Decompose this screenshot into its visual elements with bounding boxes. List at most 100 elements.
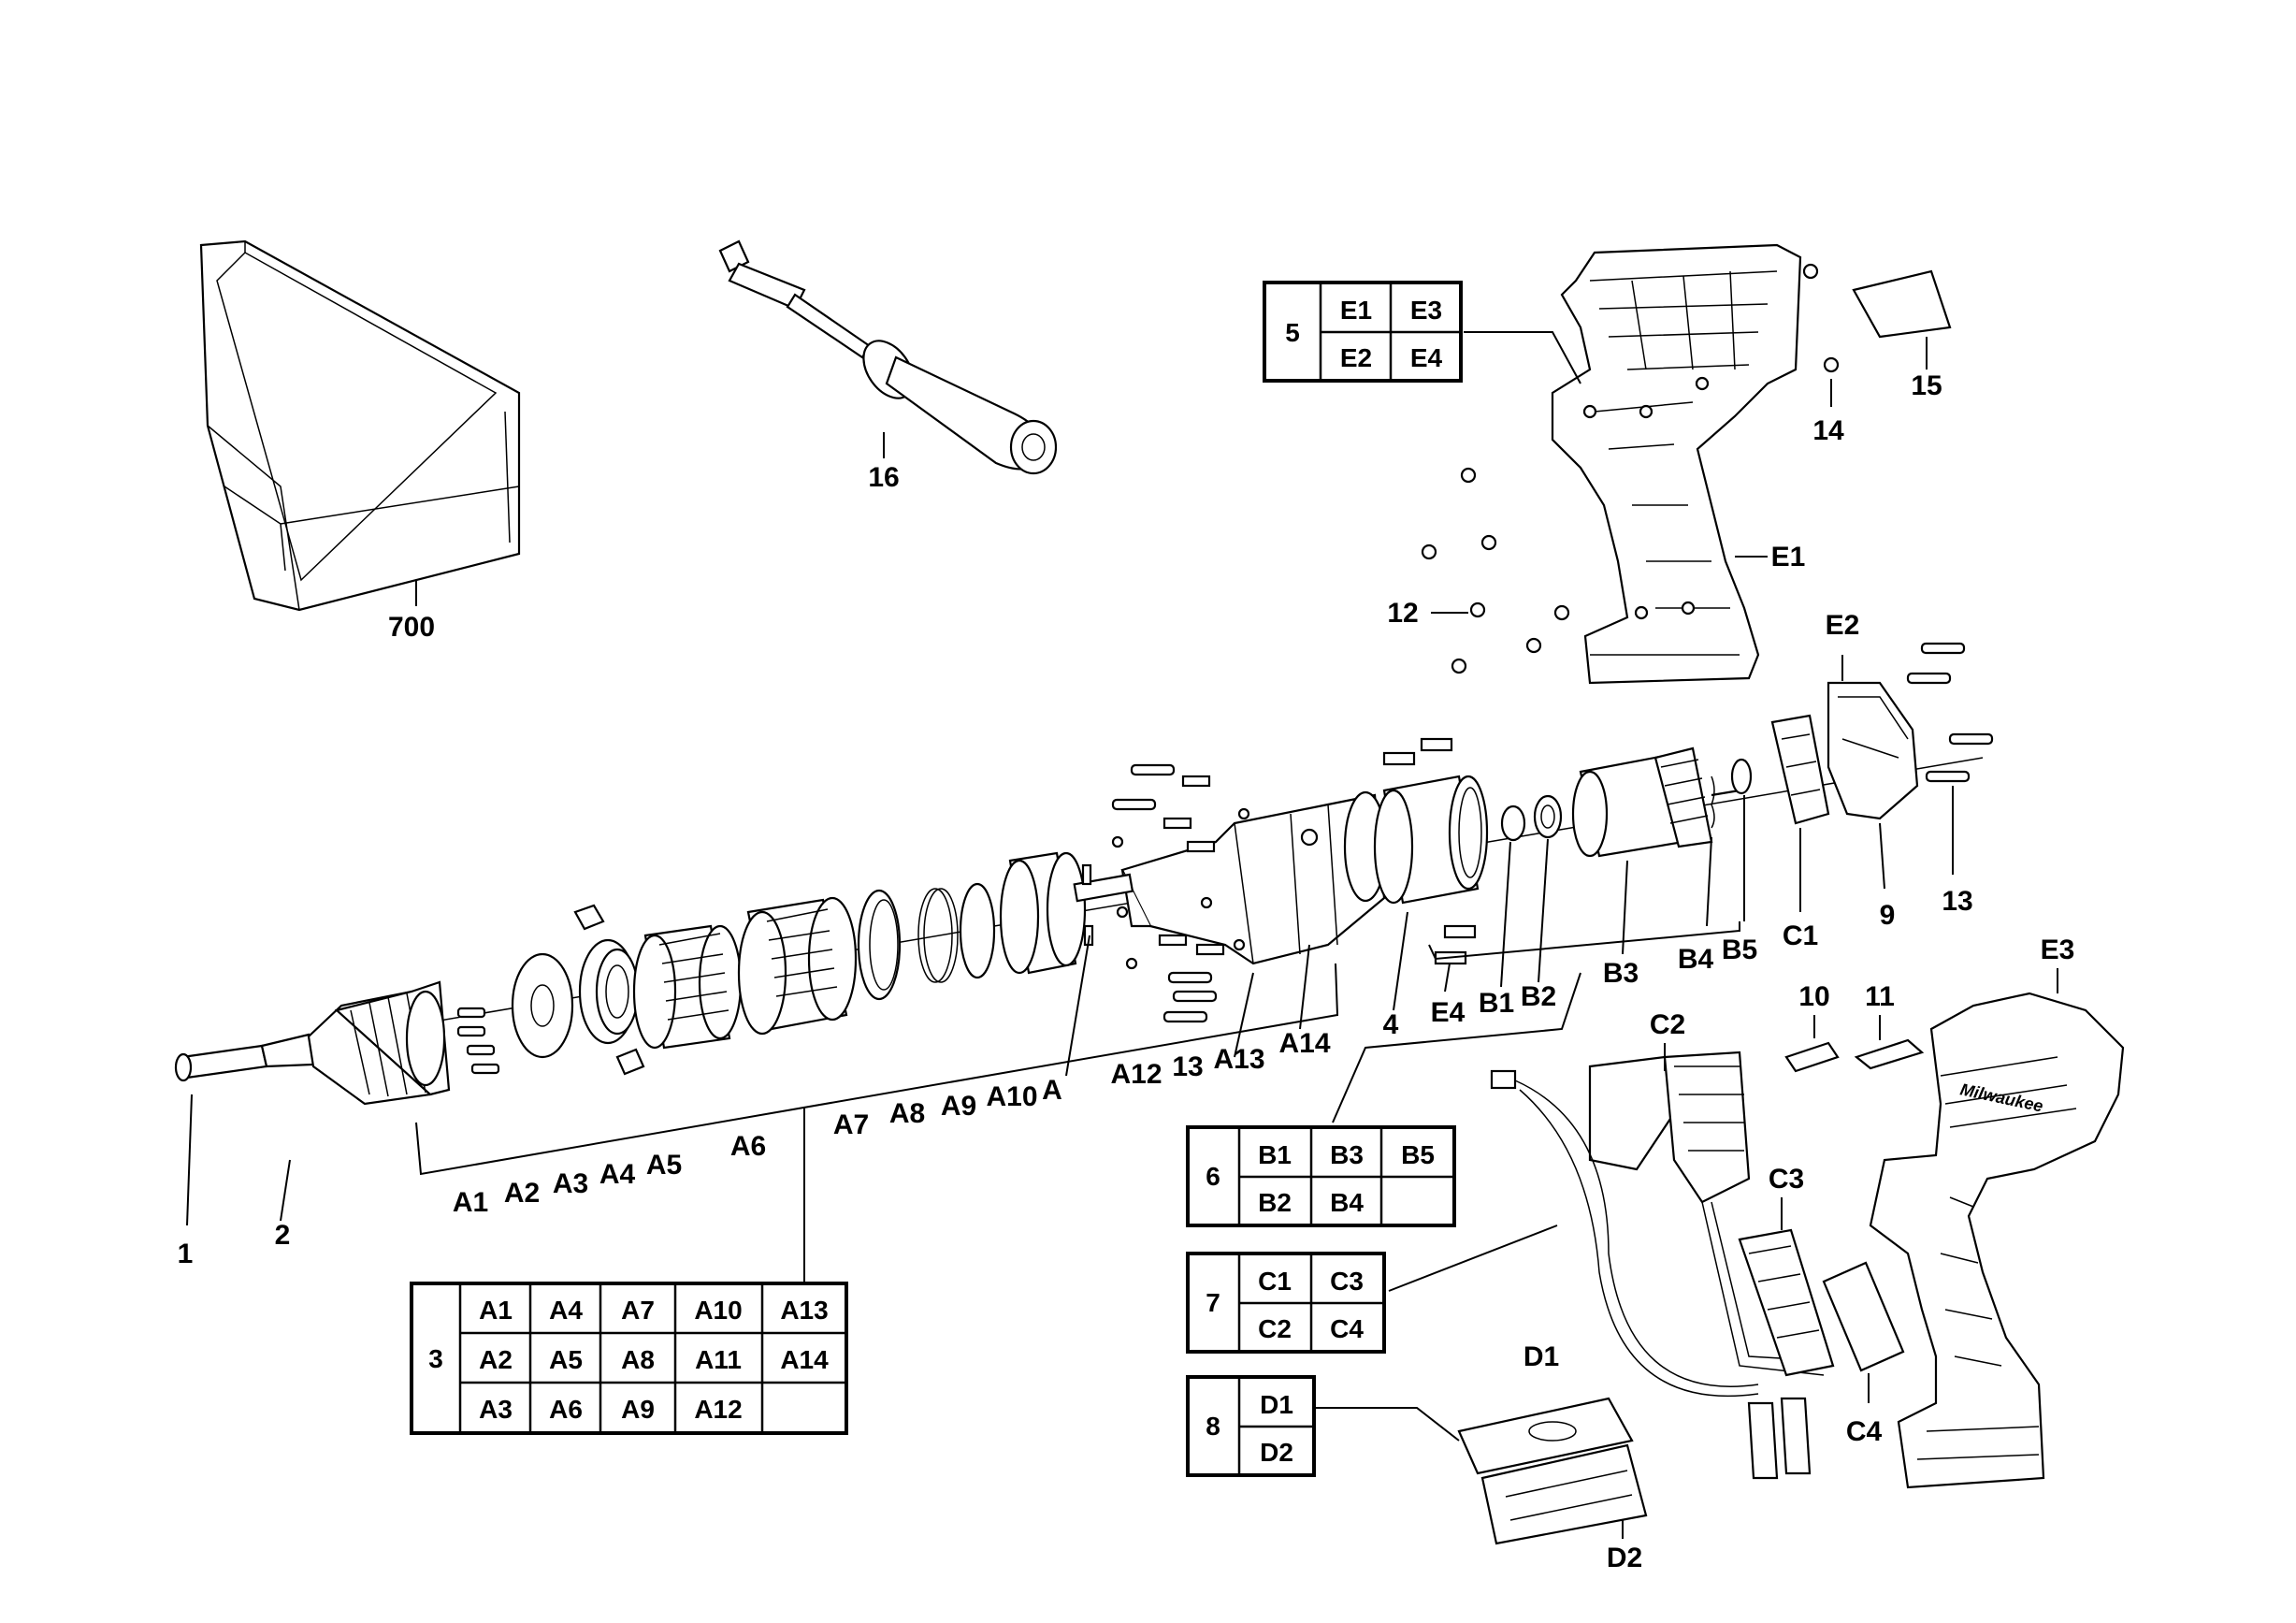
label-a10: A10: [986, 1081, 1037, 1112]
t7-cell: C2: [1258, 1314, 1292, 1343]
t5-cell: E4: [1410, 343, 1443, 372]
insulator-c4: [1822, 1261, 1905, 1403]
table-leaders: [1309, 331, 1581, 1442]
terminal-block-d1: [1457, 1397, 1634, 1475]
label-a13: A13: [1213, 1044, 1264, 1075]
led-10: [1784, 1015, 1840, 1073]
gearbox-a: [1065, 763, 1388, 1077]
t3-cell: A4: [549, 1296, 583, 1325]
label-b4: B4: [1678, 944, 1714, 975]
t5-cell: E2: [1340, 343, 1372, 372]
label-plate-15: [1852, 269, 1952, 370]
label-16: 16: [868, 462, 899, 493]
t7-cell: C4: [1330, 1314, 1364, 1343]
t3-cell: A3: [479, 1395, 513, 1424]
table-8-num: 8: [1206, 1412, 1220, 1441]
label-e3: E3: [2041, 935, 2075, 965]
t6-cell: B2: [1258, 1188, 1292, 1217]
table-5-num: 5: [1285, 318, 1300, 347]
t3-cell: A8: [621, 1345, 655, 1374]
t3-cell: A11: [695, 1345, 742, 1374]
brush-plate-c1: [1770, 714, 1830, 912]
pins-a1: [456, 1007, 500, 1075]
label-a7: A7: [833, 1109, 869, 1140]
label-a14: A14: [1278, 1028, 1330, 1059]
t3-cell: A12: [694, 1395, 742, 1424]
table-8: 8 D1 D2: [1186, 1375, 1316, 1477]
ring-a9: [959, 882, 996, 979]
label-c1: C1: [1783, 920, 1818, 951]
controller-c3: [1738, 1197, 1835, 1377]
chuck-2: [186, 980, 451, 1226]
screws-14: [1802, 263, 1840, 407]
screws-13-right: [1906, 642, 1994, 875]
label-11: 11: [1865, 981, 1895, 1012]
label-a1: A1: [453, 1187, 488, 1218]
t7-cell: C3: [1330, 1267, 1364, 1296]
t5-cell: E3: [1410, 296, 1442, 325]
label-a8: A8: [889, 1098, 925, 1129]
t3-cell: A13: [780, 1296, 828, 1325]
label-10: 10: [1798, 981, 1829, 1012]
label-b2: B2: [1521, 981, 1556, 1012]
t3-cell: A7: [621, 1296, 655, 1325]
label-d1: D1: [1523, 1341, 1559, 1372]
label-a: A: [1042, 1075, 1062, 1106]
label-b1: B1: [1479, 988, 1514, 1019]
label-c2: C2: [1650, 1009, 1685, 1040]
label-13-right: 13: [1942, 886, 1972, 917]
lever-11: [1854, 1015, 1925, 1070]
label-e2: E2: [1826, 610, 1860, 641]
bearing-b5: [1730, 758, 1753, 921]
label-a9: A9: [941, 1091, 976, 1122]
spring-a7: [857, 889, 902, 1001]
table-3-num: 3: [428, 1344, 443, 1373]
t8-cell: D2: [1260, 1438, 1293, 1467]
label-b3: B3: [1603, 958, 1639, 989]
ring-gear-a10: [999, 851, 1087, 975]
label-13-center: 13: [1172, 1051, 1203, 1082]
clips-a4: [573, 904, 645, 1076]
t5-cell: E1: [1340, 296, 1372, 325]
part-labels: 700 16 15 14 12 E1 E2 E3 E4 1 2 4 9 10 1…: [178, 370, 2075, 1573]
label-a6: A6: [730, 1131, 766, 1162]
label-700: 700: [388, 612, 435, 643]
spring-b4: [1706, 775, 1715, 927]
side-handle-16: [718, 239, 1058, 475]
table-7: 7 C1 C3 C2 C4: [1186, 1252, 1386, 1354]
rotor-b3: [1571, 746, 1740, 955]
label-a4: A4: [599, 1159, 636, 1190]
label-a5: A5: [646, 1150, 682, 1181]
motor-housing-4: [1373, 737, 1489, 1011]
label-c3: C3: [1769, 1164, 1804, 1195]
spring-a8: [917, 888, 959, 983]
end-cap-e2: [1827, 655, 1919, 890]
label-2: 2: [275, 1220, 291, 1251]
washer-a2: [511, 952, 574, 1059]
gear-ring-a5: [632, 924, 743, 1050]
housing-e1: [1551, 243, 1802, 685]
label-15: 15: [1911, 370, 1942, 401]
screws-12: [1421, 467, 1570, 674]
t3-cell: A6: [549, 1395, 583, 1424]
label-1: 1: [178, 1239, 194, 1269]
label-d2: D2: [1607, 1543, 1642, 1573]
label-b5: B5: [1722, 935, 1757, 965]
label-9: 9: [1880, 900, 1896, 931]
t7-cell: C1: [1258, 1267, 1292, 1296]
bit-1: [174, 1033, 315, 1082]
label-4: 4: [1383, 1009, 1399, 1040]
group-bracket-b: [1332, 921, 1740, 1123]
label-a3: A3: [553, 1168, 588, 1199]
bearing-b2: [1533, 794, 1563, 983]
label-a12: A12: [1110, 1059, 1162, 1090]
ring-a3: [578, 938, 640, 1045]
clutch-sleeve-a6: [737, 896, 858, 1036]
label-a2: A2: [504, 1178, 540, 1209]
t8-cell: D1: [1260, 1390, 1293, 1419]
table-6: 6 B1 B3 B5 B2 B4: [1186, 1125, 1456, 1227]
label-e1: E1: [1771, 542, 1806, 572]
label-12: 12: [1387, 598, 1418, 629]
